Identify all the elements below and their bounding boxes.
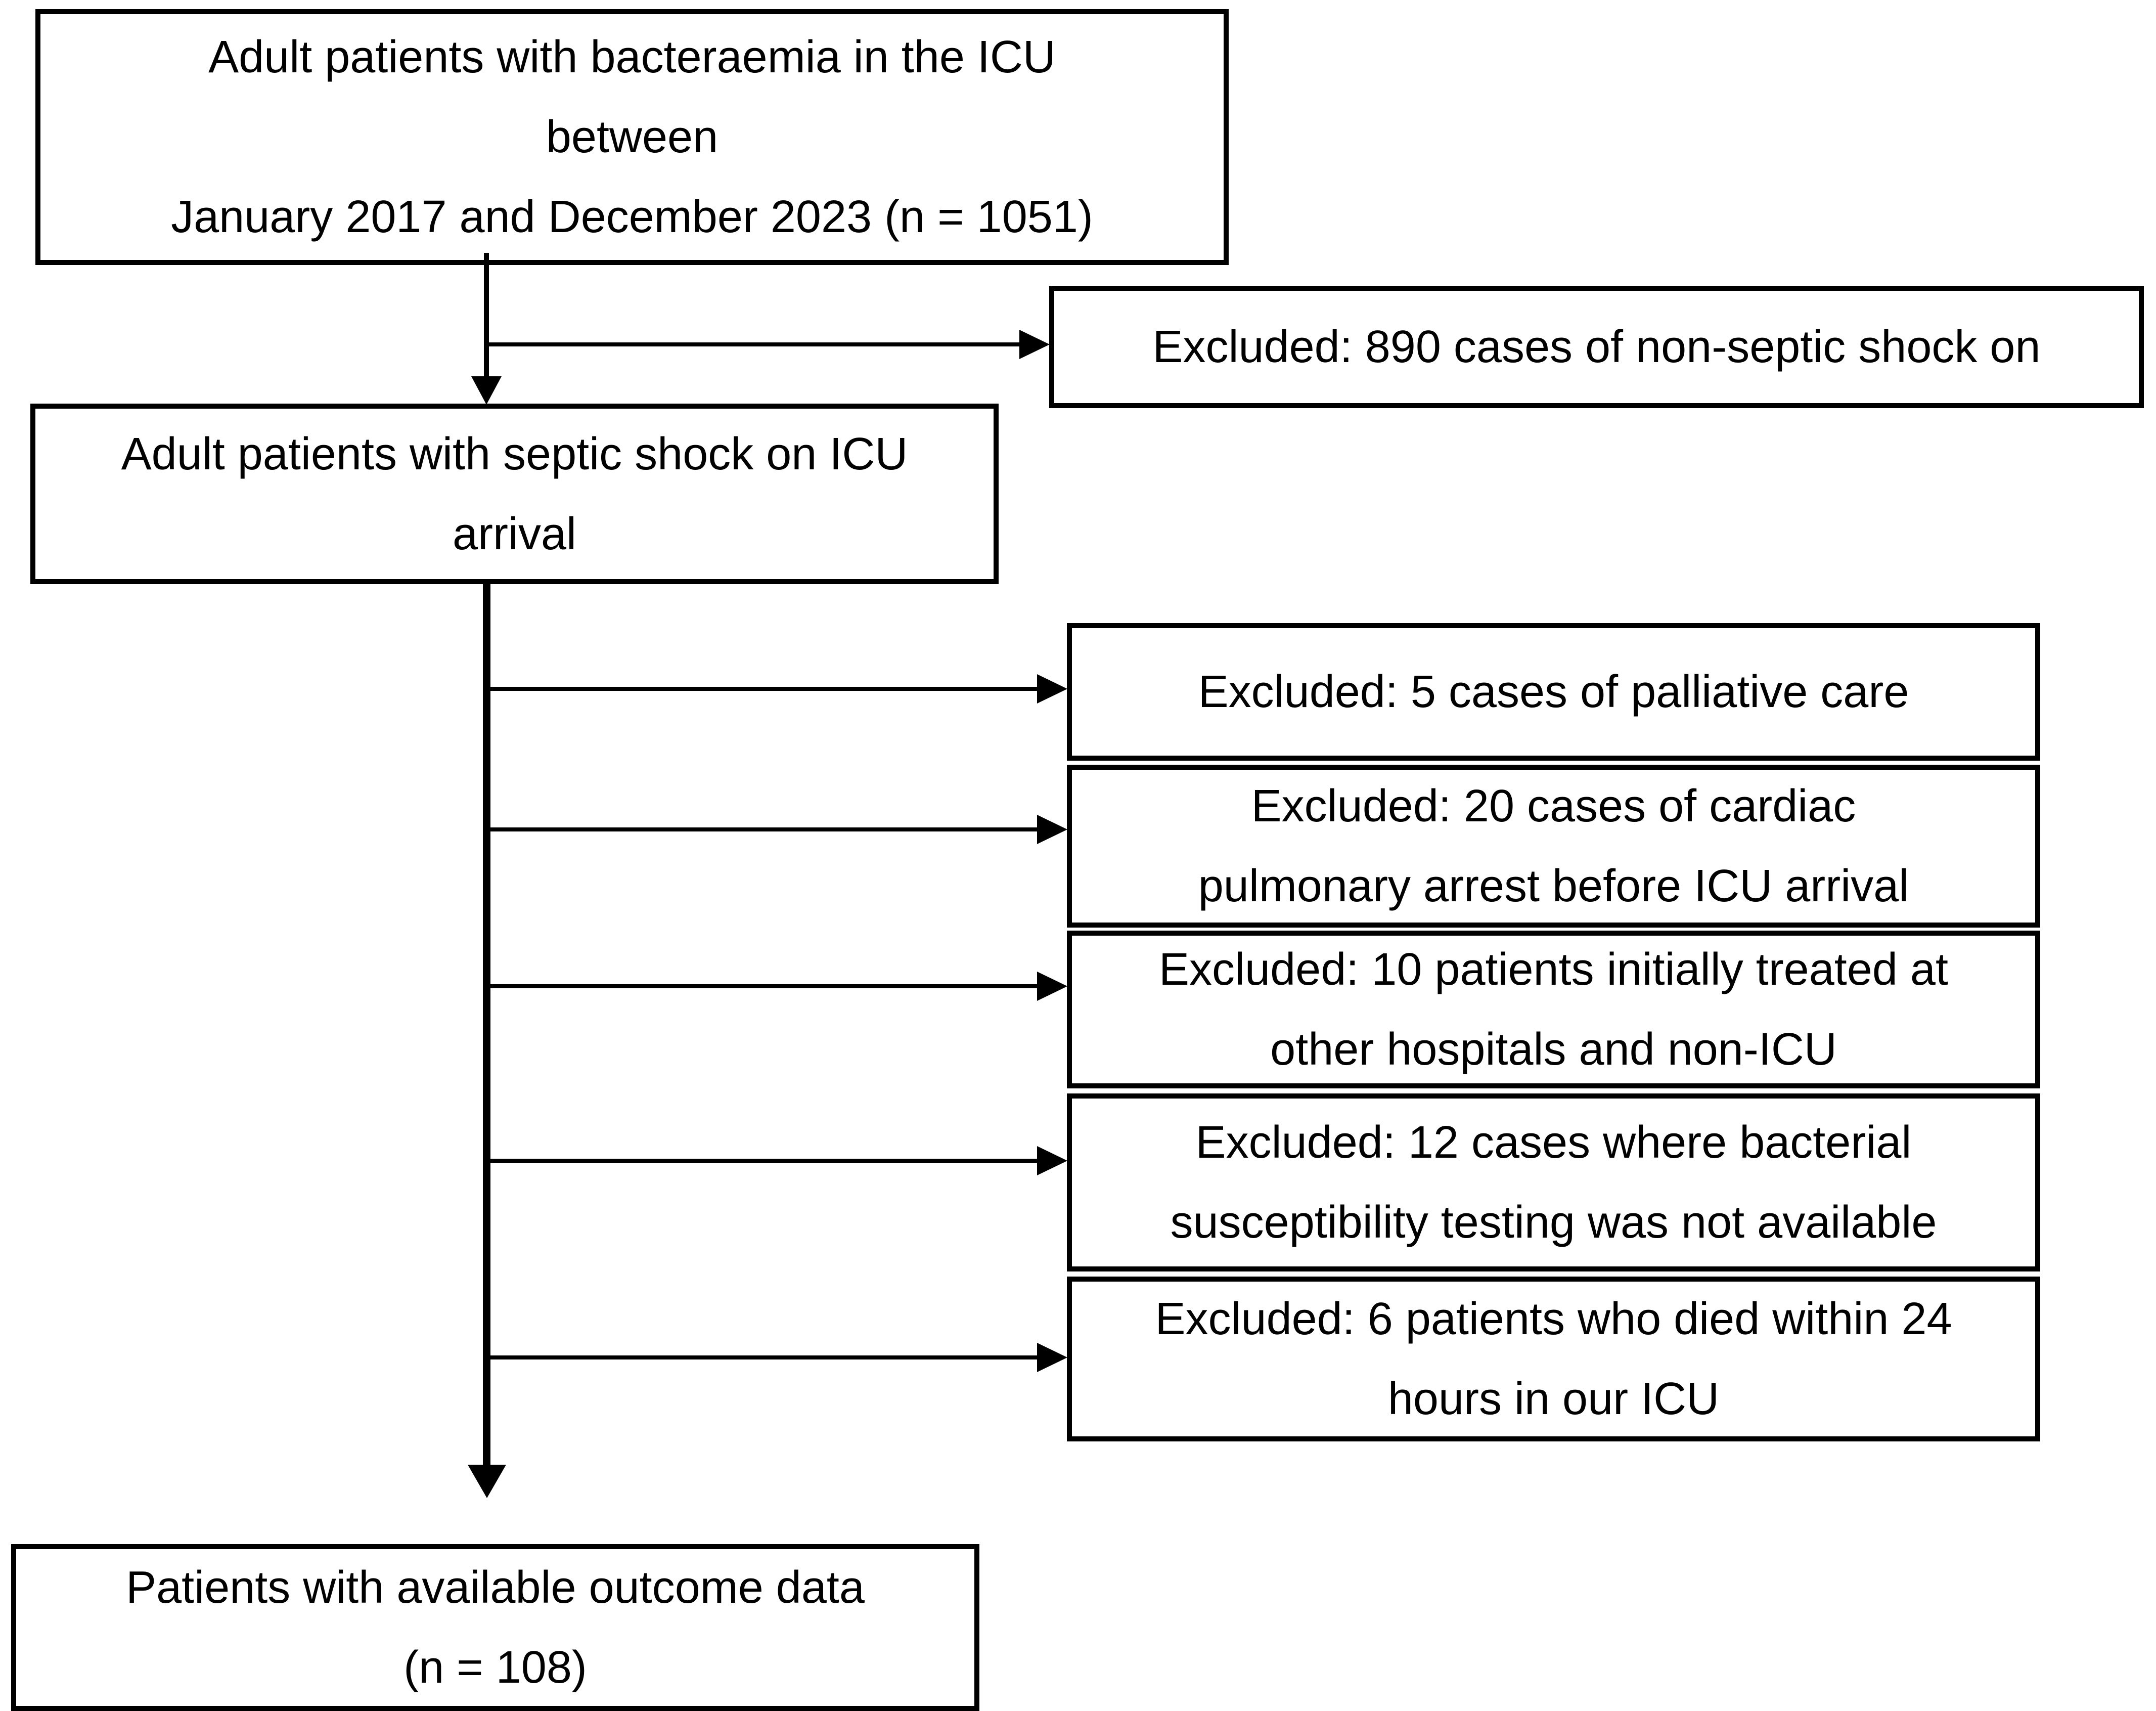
branch-excluded-palliative-line [487, 687, 1038, 691]
box-excluded-nonseptic-line: Excluded: 890 cases of non-septic shock … [1152, 322, 2041, 372]
box-outcome-data-line: Patients with available outcome data [126, 1562, 865, 1613]
box-excluded-hospitals: Excluded: 10 patients initially treated … [1067, 931, 2040, 1088]
box-excluded-died: Excluded: 6 patients who died within 24 … [1067, 1277, 2040, 1441]
arrowhead-down-icon [471, 376, 502, 405]
box-excluded-hospitals-line: Excluded: 10 patients initially treated … [1159, 944, 1948, 995]
box-excluded-palliative-line: Excluded: 5 cases of palliative care [1198, 667, 1909, 717]
box-initial-population-line: Adult patients with bacteraemia in the I… [208, 32, 1056, 82]
box-initial-population: Adult patients with bacteraemia in the I… [35, 9, 1229, 265]
box-excluded-susceptibility-line: susceptibility testing was not available [1170, 1197, 1937, 1248]
box-outcome-data-line: (n = 108) [403, 1642, 587, 1693]
branch-excluded-cardiac-line [487, 827, 1038, 831]
box-excluded-susceptibility-line: Excluded: 12 cases where bacterial [1195, 1117, 1912, 1168]
box-septic-shock-line: Adult patients with septic shock on ICU [121, 428, 908, 479]
box-excluded-cardiac-line: pulmonary arrest before ICU arrival [1198, 861, 1909, 911]
arrowhead-down-icon [468, 1465, 506, 1498]
box-outcome-data: Patients with available outcome data (n … [11, 1544, 979, 1711]
box-excluded-susceptibility: Excluded: 12 cases where bacterial susce… [1067, 1093, 2040, 1271]
arrowhead-right-icon [1037, 815, 1067, 844]
box-septic-shock: Adult patients with septic shock on ICU … [30, 404, 999, 584]
arrow-population-to-septic-shaft [484, 253, 489, 377]
box-excluded-died-line: hours in our ICU [1387, 1374, 1720, 1424]
box-excluded-nonseptic: Excluded: 890 cases of non-septic shock … [1049, 286, 2144, 408]
arrow-septic-to-outcome-shaft [483, 582, 490, 1465]
arrowhead-right-icon [1037, 972, 1067, 1001]
box-excluded-hospitals-line: other hospitals and non-ICU [1270, 1024, 1837, 1075]
branch-excluded-died-line [487, 1355, 1038, 1359]
box-excluded-cardiac: Excluded: 20 cases of cardiac pulmonary … [1067, 765, 2040, 928]
box-excluded-died-line: Excluded: 6 patients who died within 24 [1155, 1294, 1952, 1344]
arrowhead-right-icon [1037, 674, 1067, 704]
box-excluded-cardiac-line: Excluded: 20 cases of cardiac [1251, 781, 1856, 831]
arrowhead-right-icon [1037, 1343, 1067, 1372]
arrowhead-right-icon [1019, 330, 1050, 359]
box-septic-shock-line: arrival [452, 508, 577, 559]
box-initial-population-line: January 2017 and December 2023 (n = 1051… [171, 192, 1093, 242]
branch-excluded-susceptibility-line [487, 1159, 1038, 1163]
branch-excluded-hospitals-line [487, 984, 1038, 988]
box-initial-population-line: between [546, 112, 718, 162]
box-excluded-palliative: Excluded: 5 cases of palliative care [1067, 623, 2040, 761]
arrowhead-right-icon [1037, 1146, 1067, 1175]
branch-excluded-nonseptic-line [487, 342, 1020, 346]
